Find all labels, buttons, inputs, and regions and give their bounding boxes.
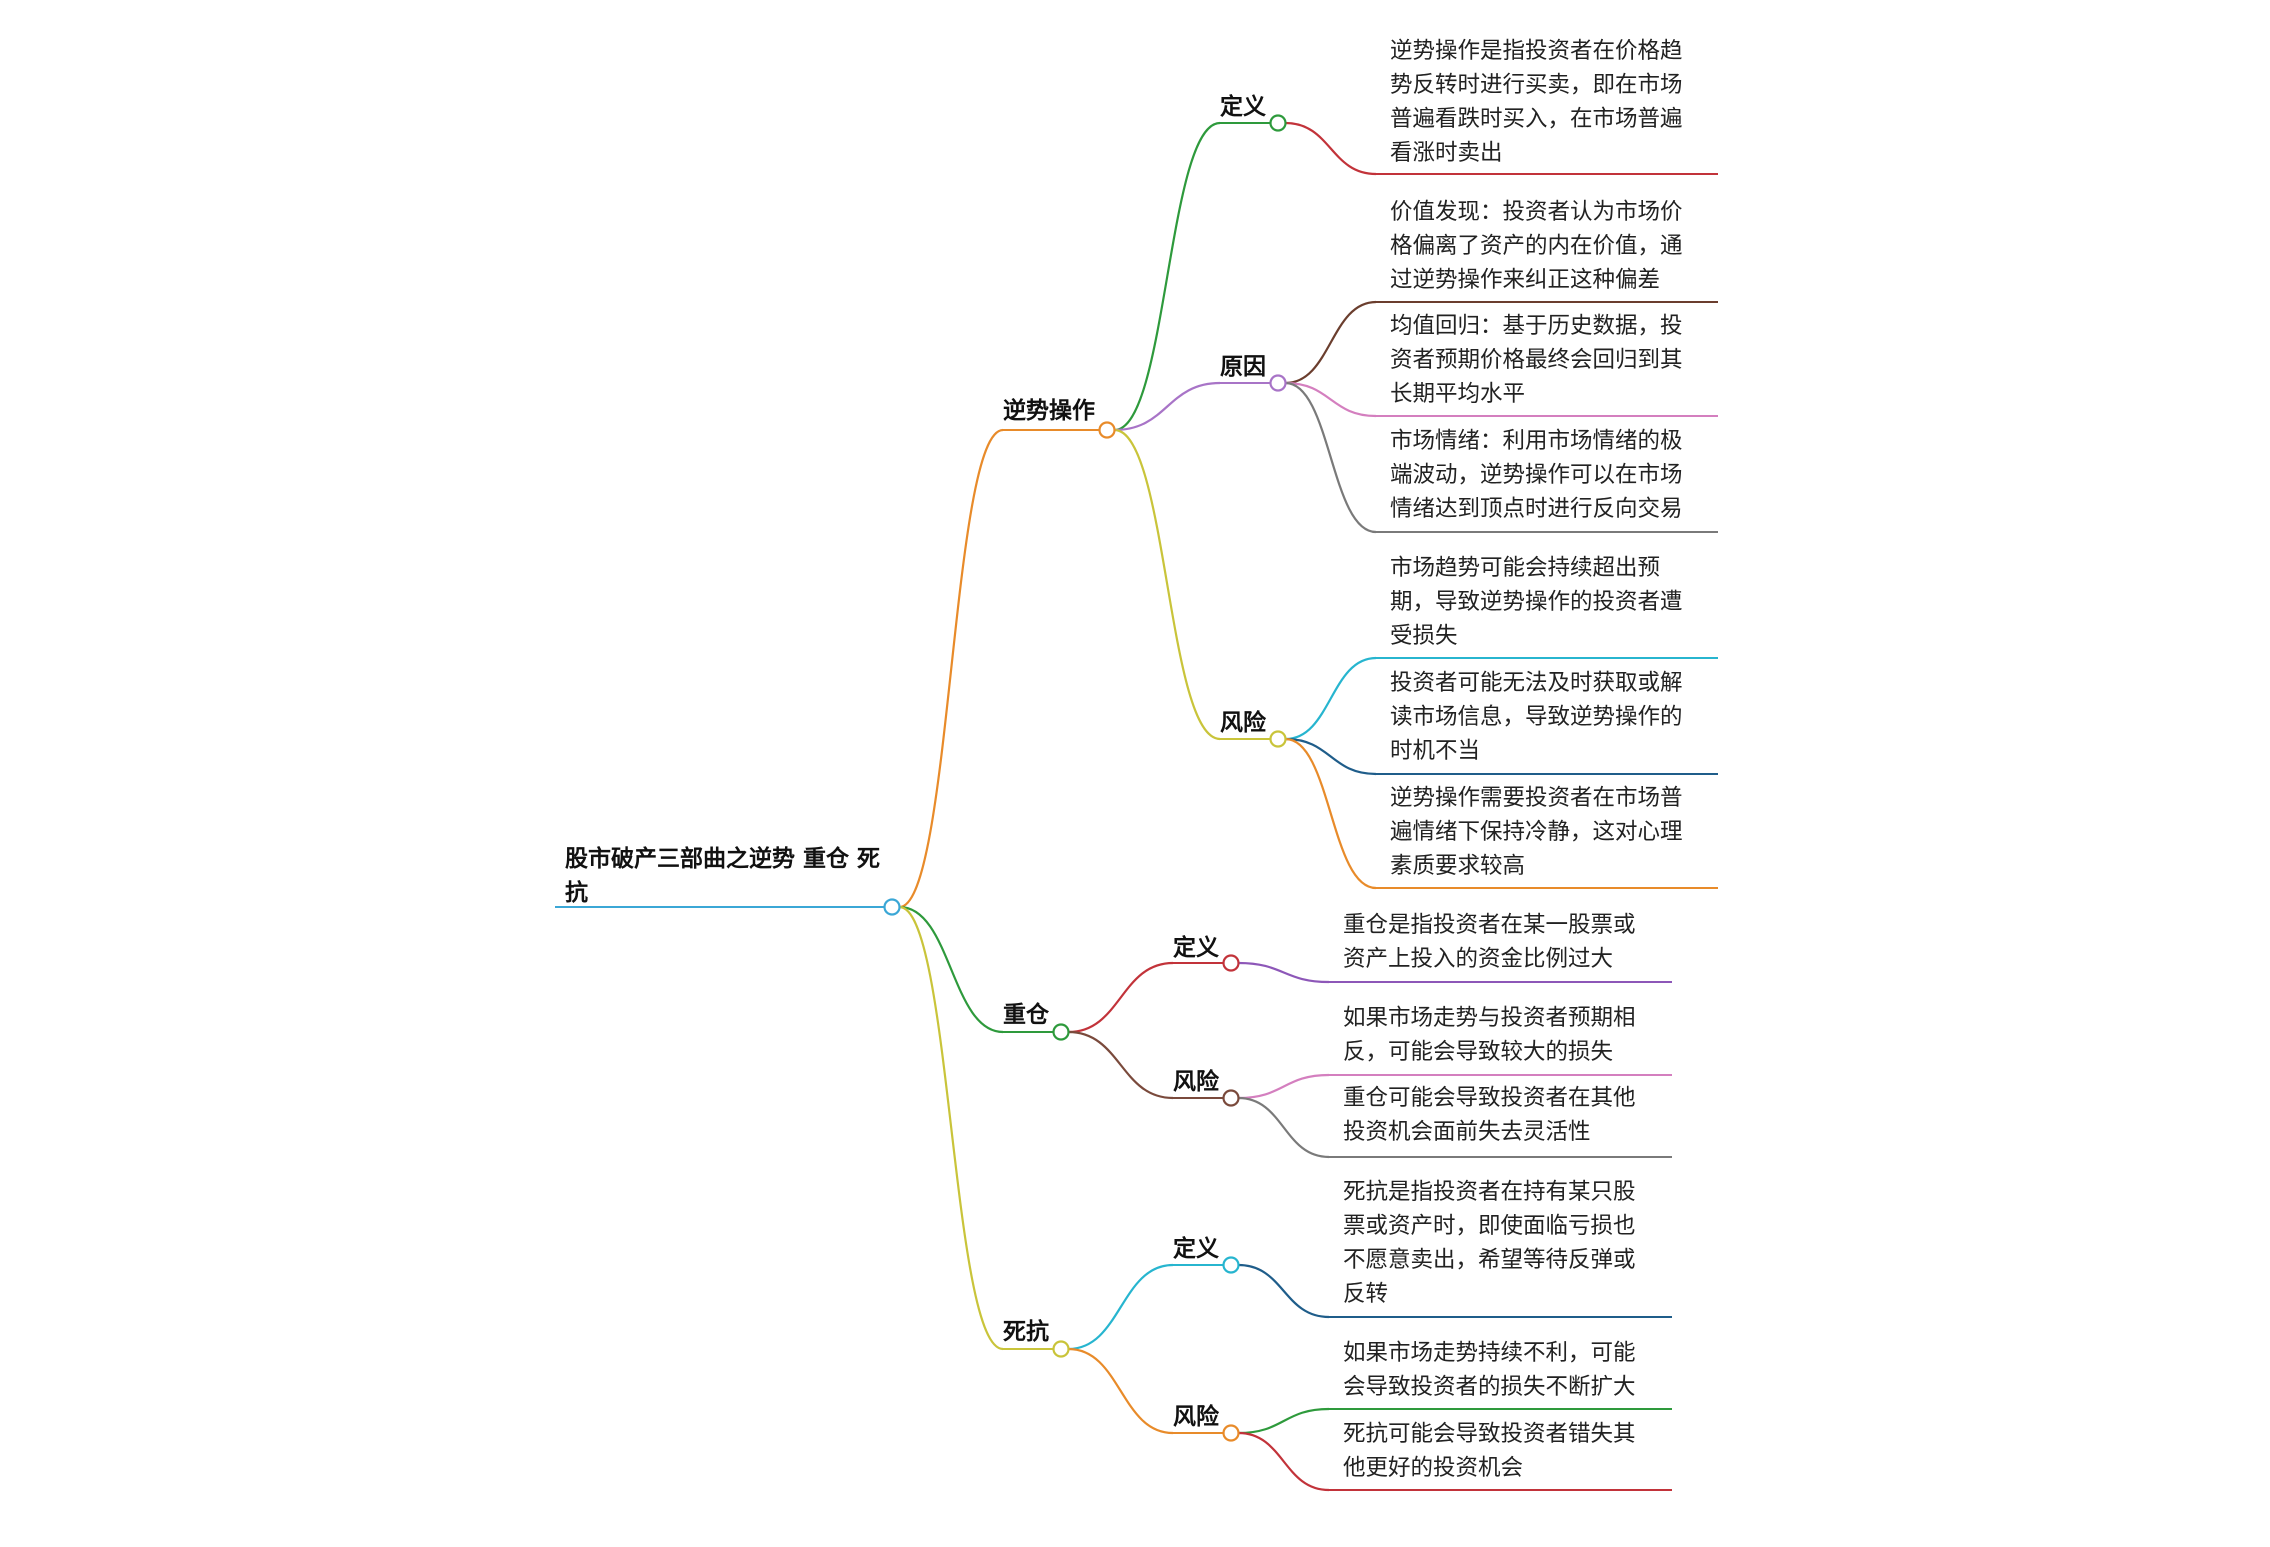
branch-nishi-definition-leaf-edge	[1285, 121, 1377, 176]
branch-sikang-label: 死抗	[1003, 1318, 1049, 1345]
branch-zhongcang-risks-edge	[1068, 1030, 1174, 1100]
branch-nishi-risks-leaf-text-line: 投资者可能无法及时获取或解	[1390, 670, 1683, 696]
branch-zhongcang-risks-leaf-edge	[1238, 1073, 1330, 1100]
branch-nishi-risks-leaf-text-line: 读市场信息，导致逆势操作的	[1390, 704, 1683, 730]
branch-nishi-risks-leaf-text-line: 逆势操作需要投资者在市场普	[1390, 785, 1683, 811]
branch-nishi-reasons-leaf-text-line: 均值回归：基于历史数据，投	[1390, 313, 1683, 339]
branch-nishi-risks-leaf-text-line: 素质要求较高	[1390, 853, 1525, 879]
branch-nishi-definition-dot[interactable]	[1269, 114, 1287, 132]
branch-nishi-definition-leaf-text-line: 普遍看跌时买入，在市场普遍	[1390, 106, 1683, 132]
branch-zhongcang-edge	[899, 905, 1004, 1034]
branch-nishi-label: 逆势操作	[1003, 397, 1095, 424]
branch-zhongcang-definition-leaf-text-line: 重仓是指投资者在某一股票或	[1343, 912, 1636, 938]
branch-nishi-risks-leaf-text-line: 时机不当	[1390, 738, 1480, 764]
branch-zhongcang-definition-dot[interactable]	[1222, 954, 1240, 972]
branch-nishi-risks-leaf-edge	[1285, 656, 1377, 741]
branch-nishi-risks-leaf-edge	[1285, 737, 1377, 890]
branch-nishi-definition-leaf-text-line: 逆势操作是指投资者在价格趋	[1390, 38, 1683, 64]
branch-zhongcang-definition-leaf-text-line: 资产上投入的资金比例过大	[1343, 946, 1613, 972]
branch-nishi-definition-edge	[1114, 121, 1221, 432]
branch-nishi-risks-leaf-text-line: 期，导致逆势操作的投资者遭	[1390, 589, 1683, 615]
branch-nishi-reasons-leaf-edge	[1285, 381, 1377, 534]
branch-sikang-definition-leaf-edge	[1238, 1263, 1330, 1319]
branch-nishi-reasons-leaf-edge	[1285, 381, 1377, 418]
branch-nishi-reasons-dot[interactable]	[1269, 374, 1287, 392]
branch-nishi-reasons-leaf-text-line: 格偏离了资产的内在价值，通	[1390, 233, 1683, 259]
branch-nishi-reasons-leaf-text-line: 资者预期价格最终会回归到其	[1390, 347, 1683, 373]
root-node-dot[interactable]	[883, 898, 901, 916]
branch-nishi-reasons-leaf-text-line: 长期平均水平	[1390, 381, 1525, 407]
branch-sikang-risks-leaf-text-line: 他更好的投资机会	[1343, 1455, 1523, 1481]
branch-sikang-risks-leaf-text-line: 会导致投资者的损失不断扩大	[1343, 1374, 1636, 1400]
branch-nishi-reasons-leaf-text-line: 情绪达到顶点时进行反向交易	[1390, 496, 1683, 522]
branch-zhongcang-risks-leaf-text-line: 如果市场走势与投资者预期相	[1343, 1005, 1636, 1031]
branch-zhongcang-label: 重仓	[1003, 1001, 1050, 1028]
branch-sikang-risks-leaf-edge	[1238, 1407, 1330, 1435]
branch-nishi-edge	[899, 428, 1004, 909]
branch-zhongcang-definition-label: 定义	[1173, 934, 1219, 961]
branch-nishi-risks-edge	[1114, 428, 1221, 741]
branch-zhongcang-risks-leaf-text-line: 反，可能会导致较大的损失	[1343, 1039, 1613, 1065]
branch-zhongcang-risks-leaf-edge	[1238, 1096, 1330, 1159]
branch-zhongcang-risks-leaf-text-line: 投资机会面前失去灵活性	[1343, 1119, 1591, 1145]
branch-zhongcang-risks-leaf-text-line: 重仓可能会导致投资者在其他	[1343, 1085, 1636, 1111]
branch-nishi-reasons-leaf-text-line: 过逆势操作来纠正这种偏差	[1390, 267, 1660, 293]
branch-sikang-risks-leaf-text-line: 死抗可能会导致投资者错失其	[1343, 1421, 1636, 1447]
branch-sikang-risks-leaf-edge	[1238, 1431, 1330, 1492]
branch-nishi-definition-leaf-text-line: 势反转时进行买卖，即在市场	[1390, 72, 1683, 98]
branch-sikang-definition-edge	[1068, 1263, 1174, 1351]
branch-sikang-dot[interactable]	[1052, 1340, 1070, 1358]
branch-nishi-definition-label: 定义	[1220, 93, 1266, 120]
root-label-line: 股市破产三部曲之逆势 重仓 死	[565, 845, 880, 872]
branch-zhongcang-definition-edge	[1068, 961, 1174, 1034]
branch-sikang-edge	[899, 905, 1004, 1351]
nodes-layer: 股市破产三部曲之逆势 重仓 死抗逆势操作定义逆势操作是指投资者在价格趋势反转时进…	[565, 38, 1683, 1481]
branch-nishi-reasons-edge	[1114, 381, 1221, 432]
branch-sikang-definition-dot[interactable]	[1222, 1256, 1240, 1274]
branch-nishi-risks-leaf-text-line: 遍情绪下保持冷静，这对心理	[1390, 819, 1683, 845]
branch-nishi-reasons-leaf-text-line: 市场情绪：利用市场情绪的极	[1390, 428, 1683, 454]
branch-sikang-risks-edge	[1068, 1347, 1174, 1435]
branch-nishi-reasons-leaf-text-line: 端波动，逆势操作可以在市场	[1390, 462, 1683, 488]
branch-nishi-reasons-leaf-edge	[1285, 300, 1377, 385]
branch-nishi-risks-dot[interactable]	[1269, 730, 1287, 748]
branch-nishi-reasons-label: 原因	[1220, 354, 1266, 380]
branch-sikang-definition-leaf-text-line: 死抗是指投资者在持有某只股	[1343, 1179, 1636, 1205]
branch-nishi-risks-leaf-edge	[1285, 737, 1377, 776]
branch-nishi-risks-leaf-text-line: 受损失	[1390, 623, 1458, 649]
branch-sikang-definition-label: 定义	[1173, 1235, 1219, 1262]
branch-nishi-definition-leaf-text-line: 看涨时卖出	[1390, 140, 1503, 166]
branch-sikang-definition-leaf-text-line: 不愿意卖出，希望等待反弹或	[1343, 1247, 1636, 1273]
branch-nishi-risks-leaf-text-line: 市场趋势可能会持续超出预	[1390, 555, 1660, 581]
branch-zhongcang-risks-label: 风险	[1173, 1068, 1220, 1095]
branch-zhongcang-definition-leaf-edge	[1238, 961, 1330, 984]
branch-sikang-risks-leaf-text-line: 如果市场走势持续不利，可能	[1343, 1340, 1636, 1366]
branch-sikang-risks-label: 风险	[1173, 1403, 1220, 1430]
edges-layer	[555, 121, 1718, 1492]
branch-zhongcang-dot[interactable]	[1052, 1023, 1070, 1041]
branch-sikang-definition-leaf-text-line: 票或资产时，即使面临亏损也	[1343, 1213, 1636, 1239]
branch-nishi-reasons-leaf-text-line: 价值发现：投资者认为市场价	[1390, 199, 1683, 225]
branch-nishi-risks-label: 风险	[1220, 709, 1267, 736]
root-label-line: 抗	[565, 879, 588, 906]
branch-nishi-dot[interactable]	[1098, 421, 1116, 439]
branch-sikang-risks-dot[interactable]	[1222, 1424, 1240, 1442]
branch-zhongcang-risks-dot[interactable]	[1222, 1089, 1240, 1107]
branch-sikang-definition-leaf-text-line: 反转	[1343, 1281, 1388, 1307]
